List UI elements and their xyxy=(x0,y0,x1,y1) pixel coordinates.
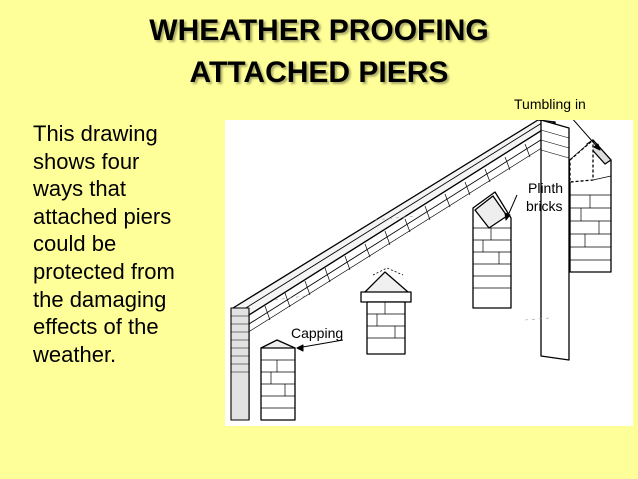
description-line: shows four xyxy=(33,148,140,174)
bricks-label: bricks xyxy=(526,198,563,214)
capping-label: Capping xyxy=(291,325,344,341)
pier-plinth-bricks xyxy=(472,191,512,309)
pier-tumbling-in xyxy=(569,139,612,273)
description-line: effects of the xyxy=(33,314,159,340)
title-line-2: ATTACHED PIERS xyxy=(189,56,449,89)
description-line: This drawing xyxy=(33,121,158,146)
end-pier xyxy=(540,120,570,361)
wall xyxy=(230,120,556,421)
slide-title: WHEATHER PROOFING ATTACHED PIERS xyxy=(0,10,638,94)
plinth-label: Plinth xyxy=(528,180,564,196)
description-line: attached piers xyxy=(33,203,172,229)
pier-pyramid-capping xyxy=(360,267,412,355)
description-line: ways that xyxy=(33,176,126,202)
wall-pier-drawing xyxy=(225,120,633,426)
faint-sketch xyxy=(274,215,551,321)
description-line: weather. xyxy=(33,341,117,367)
label-leaders xyxy=(296,120,601,352)
pier-capping xyxy=(260,339,296,421)
description-line: protected from xyxy=(33,258,175,284)
description-line: the damaging xyxy=(33,286,167,312)
description-line: could be xyxy=(33,231,117,257)
title-line-1: WHEATHER PROOFING xyxy=(149,14,489,47)
description-text: This drawing shows four ways that attach… xyxy=(33,120,228,368)
tumbling-in-label: Tumbling in xyxy=(514,96,586,112)
